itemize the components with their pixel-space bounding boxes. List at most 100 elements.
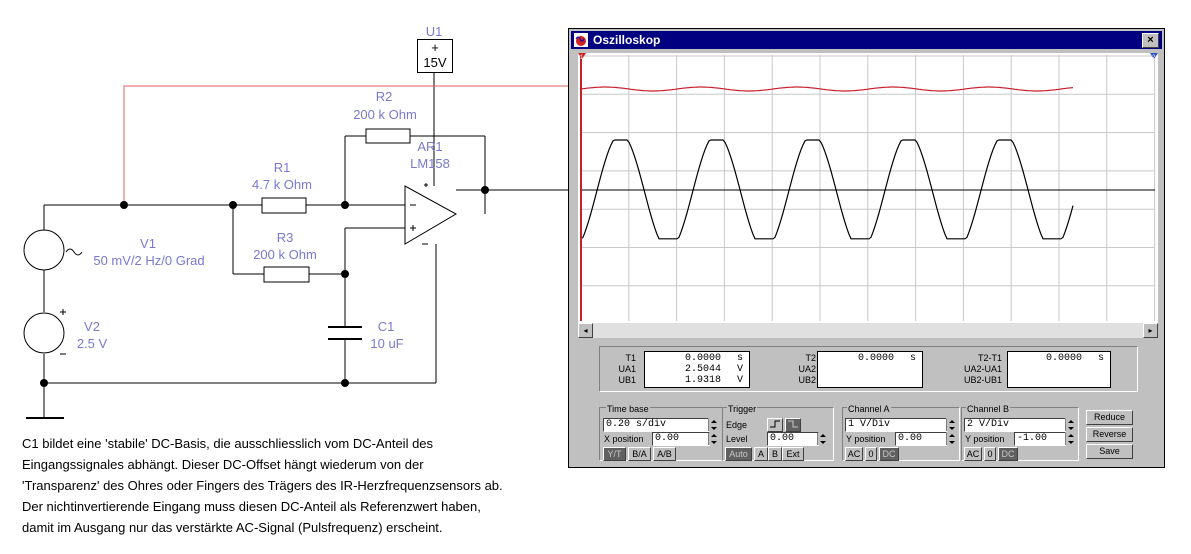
r2-ref-label: R2 (375, 89, 393, 104)
ub1-unit: V (736, 375, 743, 386)
channel-b-title: Channel B (966, 404, 1011, 414)
ua2-label: UA2 (798, 364, 816, 374)
save-button[interactable]: Save (1086, 444, 1133, 459)
c1-value-label: 10 uF (370, 336, 404, 351)
trigger-a-button[interactable]: A (754, 447, 768, 461)
timebase-title: Time base (606, 404, 650, 414)
diff-readout: 0.0000 s (1007, 351, 1111, 388)
t2-t1-value: 0.0000 (1045, 353, 1082, 364)
cursor-2-marker[interactable] (1150, 53, 1158, 59)
xposition-input[interactable]: 0.00 (652, 432, 710, 446)
c1-ref-label: C1 (377, 319, 395, 334)
rising-edge-button[interactable] (767, 418, 783, 432)
trigger-group: Trigger Edge Level 0.00 Auto A B Ext (722, 404, 834, 461)
ar1-model-label: LM158 (410, 156, 450, 171)
description-text: C1 bildet eine 'stabile' DC-Basis, die a… (22, 433, 582, 538)
trigger-auto-button[interactable]: Auto (725, 447, 752, 461)
r3-ref-label: R3 (276, 230, 294, 245)
falling-edge-button[interactable] (785, 418, 801, 432)
u1-supply-box: + 15V (417, 39, 453, 73)
v1-ref-label: V1 (140, 236, 156, 251)
ua1-unit: V (736, 364, 743, 375)
opamp-lm158 (404, 183, 458, 245)
cursor-1-label: 1 (580, 55, 584, 61)
ua1-label: UA1 (618, 364, 636, 374)
channel-b-dc-button[interactable]: DC (998, 447, 1018, 461)
oscilloscope-titlebar[interactable]: Oszilloskop × (571, 31, 1162, 49)
trigger-title: Trigger (727, 404, 758, 414)
channel-b-scale-spinner[interactable] (1065, 419, 1075, 431)
t2-unit: s (909, 353, 916, 364)
description-line: C1 bildet eine 'stabile' DC-Basis, die a… (22, 436, 434, 451)
v2-ref-label: V2 (84, 319, 100, 334)
timebase-spinner[interactable] (708, 419, 718, 431)
ub1-label: UB1 (618, 375, 636, 385)
description-line: 'Transparenz' des Ohres oder Fingers des… (22, 478, 503, 493)
channel-b-ac-button[interactable]: AC (964, 447, 982, 461)
u1-plus-sign: + (431, 40, 439, 55)
channel-b-scale[interactable]: 2 V/Div (964, 418, 1066, 432)
channel-a-ypos-spinner[interactable] (946, 433, 956, 445)
t2-t1-unit: s (1097, 353, 1104, 364)
t2-readout: 0.0000 s (817, 351, 923, 388)
channel-a-ac-button[interactable]: AC (845, 447, 863, 461)
xposition-spinner[interactable] (708, 433, 718, 445)
description-line: Der nichtinvertierende Eingang muss dies… (22, 499, 481, 514)
scope-display[interactable]: 1 2 (578, 53, 1158, 323)
description-line: Eingangssignales abhängt. Dieser DC-Offs… (22, 457, 424, 472)
timebase-group: Time base 0.20 s/div X position 0.00 Y/T… (599, 404, 723, 461)
channel-a-ypos-input[interactable]: 0.00 (895, 432, 947, 446)
yt-mode-button[interactable]: Y/T (603, 447, 626, 461)
channel-a-title: Channel A (847, 404, 891, 414)
channel-a-group: Channel A 1 V/Div Y position 0.00 AC 0 D… (842, 404, 960, 461)
timebase-value[interactable]: 0.20 s/div (603, 418, 709, 432)
close-button[interactable]: × (1142, 33, 1159, 48)
cursor-1-marker[interactable] (578, 53, 586, 59)
reduce-button[interactable]: Reduce (1086, 410, 1133, 425)
ba-mode-button[interactable]: B/A (628, 447, 651, 461)
channel-b-ypos-spinner[interactable] (1065, 433, 1075, 445)
ab-mode-button[interactable]: A/B (653, 447, 676, 461)
r2-value-label: 200 k Ohm (353, 107, 417, 122)
channel-a-trace (580, 86, 1074, 92)
channel-a-ypos-label: Y position (846, 434, 886, 444)
channel-b-zero-button[interactable]: 0 (984, 447, 996, 461)
ub2-label: UB2 (798, 375, 816, 385)
channel-a-scale-spinner[interactable] (946, 419, 956, 431)
level-input[interactable]: 0.00 (767, 432, 819, 446)
rising-edge-icon (770, 420, 780, 428)
ua1-value: 2.5044 (684, 364, 721, 375)
v1-ac-source (23, 229, 83, 271)
t1-unit: s (736, 353, 743, 364)
channel-a-scale[interactable]: 1 V/Div (845, 418, 947, 432)
channel-a-zero-button[interactable]: 0 (865, 447, 877, 461)
scroll-right-button[interactable]: ▸ (1143, 323, 1158, 338)
t2-value: 0.0000 (857, 353, 894, 364)
v1-value-label: 50 mV/2 Hz/0 Grad (93, 253, 205, 268)
trigger-b-button[interactable]: B (768, 447, 782, 461)
scope-scrollbar[interactable] (578, 323, 1158, 338)
t2-labels: T2 UA2 UB2 (784, 353, 816, 386)
ub1-value: 1.9318 (684, 375, 721, 386)
trigger-ext-button[interactable]: Ext (782, 447, 804, 461)
t1-value: 0.0000 (684, 353, 721, 364)
u1-voltage: 15V (423, 55, 447, 70)
r1-ref-label: R1 (273, 160, 291, 175)
xposition-label: X position (604, 434, 644, 444)
edge-label: Edge (726, 420, 748, 430)
level-label: Level (726, 434, 748, 444)
channel-b-ypos-label: Y position (965, 434, 1005, 444)
scroll-left-button[interactable]: ◂ (578, 323, 593, 338)
v2-value-label: 2.5 V (76, 336, 108, 351)
oscilloscope-app-icon (574, 33, 588, 47)
falling-edge-icon (788, 420, 798, 428)
reverse-button[interactable]: Reverse (1086, 427, 1133, 442)
ar1-ref-label: AR1 (417, 139, 443, 154)
t2-label: T2 (805, 353, 816, 363)
channel-b-ypos-input[interactable]: -1.00 (1014, 432, 1066, 446)
level-spinner[interactable] (817, 433, 827, 445)
channel-a-dc-button[interactable]: DC (879, 447, 899, 461)
